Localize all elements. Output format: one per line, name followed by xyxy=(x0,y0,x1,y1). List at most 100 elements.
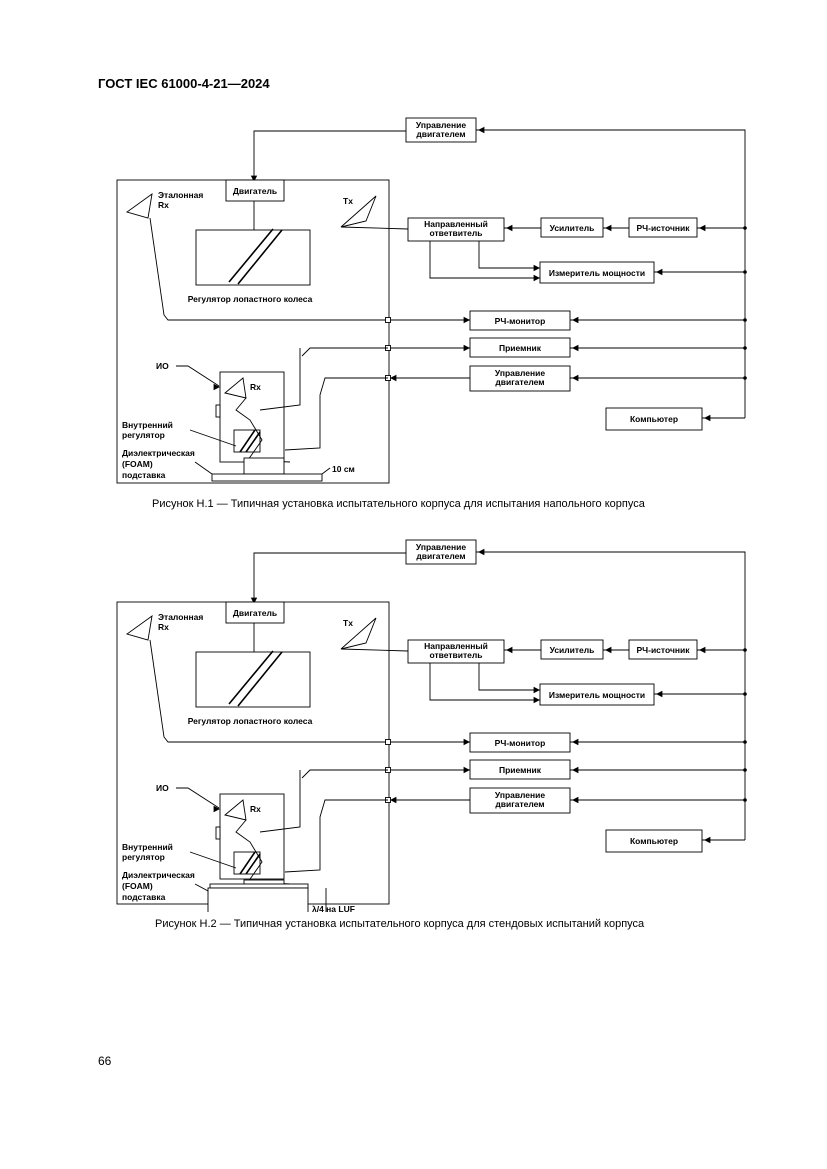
junction-dot xyxy=(743,226,747,230)
arrow-head xyxy=(478,126,485,134)
foam-stand-leader xyxy=(194,461,213,475)
rf-monitor-label: РЧ-монитор xyxy=(495,738,546,748)
wire-motor-in xyxy=(284,377,388,451)
junction-dot xyxy=(743,692,747,696)
arrow-head xyxy=(704,414,711,422)
motor-control-box-top xyxy=(405,117,477,143)
arrow-head xyxy=(463,316,470,324)
reference-rx-antenna xyxy=(125,614,153,641)
motor-label: Двигатель xyxy=(233,186,277,196)
motor-control-label: Управление xyxy=(495,790,546,800)
wire-coupler-to-meter-1 xyxy=(429,663,540,701)
arrow-head xyxy=(463,738,470,746)
tx-antenna xyxy=(340,195,377,228)
paddle-wheel-frame xyxy=(195,229,311,286)
eut-label: ИО xyxy=(156,361,169,371)
eut-leader xyxy=(176,787,220,809)
arrow-head xyxy=(250,597,258,604)
motor-control-label: двигателем xyxy=(416,129,465,139)
arrow-head xyxy=(533,696,540,704)
foam-stand-leader xyxy=(194,883,211,893)
receiver-box xyxy=(469,759,571,780)
dielectric-stand-label: Диэлектрическая xyxy=(122,870,195,880)
directional-coupler-label: ответвитель xyxy=(429,228,482,238)
receiver-box xyxy=(469,337,571,358)
arrow-head xyxy=(572,796,579,804)
junction-dot xyxy=(743,318,747,322)
computer-label: Компьютер xyxy=(630,836,678,846)
power-meter-label: Измеритель мощности xyxy=(549,690,645,700)
reference-rx-antenna xyxy=(125,192,153,219)
power-meter-label: Измеритель мощности xyxy=(549,268,645,278)
eut-base xyxy=(243,457,285,475)
wire-motor-control-to-motor xyxy=(253,130,406,176)
junction-dot xyxy=(743,346,747,350)
directional-coupler-box xyxy=(407,639,505,664)
dielectric-stand-label: Диэлектрическая xyxy=(122,448,195,458)
junction-dot xyxy=(743,768,747,772)
receiver-label: Приемник xyxy=(499,765,542,775)
inner-stirrer-blade xyxy=(239,429,256,453)
inner-stirrer-label: регулятор xyxy=(122,430,165,440)
wire-tx-to-coupler xyxy=(340,648,409,652)
height-10cm-leader xyxy=(321,467,331,475)
arrow-head xyxy=(213,805,220,813)
eut-handle xyxy=(215,826,221,840)
inner-stirrer-leader xyxy=(189,851,237,869)
page-header: ГОСТ IEC 61000-4-21—2024 xyxy=(98,76,270,91)
wire-receiver-in xyxy=(301,769,388,779)
arrow-head xyxy=(506,646,513,654)
arrow-head xyxy=(506,224,513,232)
computer-label: Компьютер xyxy=(630,414,678,424)
directional-coupler-box xyxy=(407,217,505,242)
rf-monitor-box xyxy=(469,732,571,753)
motor-control-label: двигателем xyxy=(416,551,465,561)
arrow-head xyxy=(572,374,579,382)
wire-reference-rx-to-rf-monitor xyxy=(149,639,388,743)
motor-control-label: двигателем xyxy=(495,799,544,809)
dielectric-stand-label: подставка xyxy=(122,892,166,902)
arrow-head xyxy=(463,344,470,352)
paddle-wheel-label: Регулятор лопастного колеса xyxy=(188,294,313,304)
arrow-head xyxy=(572,738,579,746)
paddle-blade xyxy=(237,229,283,285)
motor-control-box-bottom xyxy=(469,787,571,814)
dielectric-stand-label: (FOAM) xyxy=(122,881,153,891)
computer-box xyxy=(605,407,703,431)
wire-coupler-to-meter-1 xyxy=(429,241,540,279)
junction-dot xyxy=(743,648,747,652)
amplifier-label: Усилитель xyxy=(550,223,595,233)
page-number: 66 xyxy=(98,1054,112,1068)
inner-stirrer-label: Внутренний xyxy=(122,420,173,430)
figure-1-caption: Рисунок Н.1 — Типичная установка испытат… xyxy=(152,498,645,510)
reference-rx-label: Rx xyxy=(158,200,169,210)
arrow-head xyxy=(533,264,540,272)
wire-coupler-to-meter-2 xyxy=(478,663,540,691)
motor-control-box-top xyxy=(405,539,477,565)
paddle-wheel-frame xyxy=(195,651,311,708)
wire-motor-control-to-motor xyxy=(253,552,406,598)
wire-coupler-to-meter-2 xyxy=(478,241,540,269)
wire-motor-in xyxy=(284,799,388,873)
directional-coupler-label: Направленный xyxy=(424,219,488,229)
height-10cm-label: 10 см xyxy=(332,464,355,474)
inner-stirrer-label: регулятор xyxy=(122,852,165,862)
eut-rx-antenna xyxy=(224,799,247,821)
wire-reference-rx-to-rf-monitor xyxy=(149,217,388,321)
motor-control-label: Управление xyxy=(416,542,467,552)
arrow-head xyxy=(572,766,579,774)
figure-2-caption: Рисунок Н.2 — Типичная установка испытат… xyxy=(155,918,645,930)
arrow-head xyxy=(699,646,706,654)
rf-source-label: РЧ-источник xyxy=(636,223,690,233)
arrow-head xyxy=(656,690,663,698)
motor-control-label: Управление xyxy=(416,120,467,130)
rf-source-label: РЧ-источник xyxy=(636,645,690,655)
reference-rx-label: Rx xyxy=(158,622,169,632)
arrow-head xyxy=(213,383,220,391)
paddle-wheel-label: Регулятор лопастного колеса xyxy=(188,716,313,726)
amplifier-box xyxy=(540,639,604,660)
dielectric-stand-label: подставка xyxy=(122,470,166,480)
amplifier-label: Усилитель xyxy=(550,645,595,655)
tx-antenna xyxy=(340,617,377,650)
rf-monitor-box xyxy=(469,310,571,331)
